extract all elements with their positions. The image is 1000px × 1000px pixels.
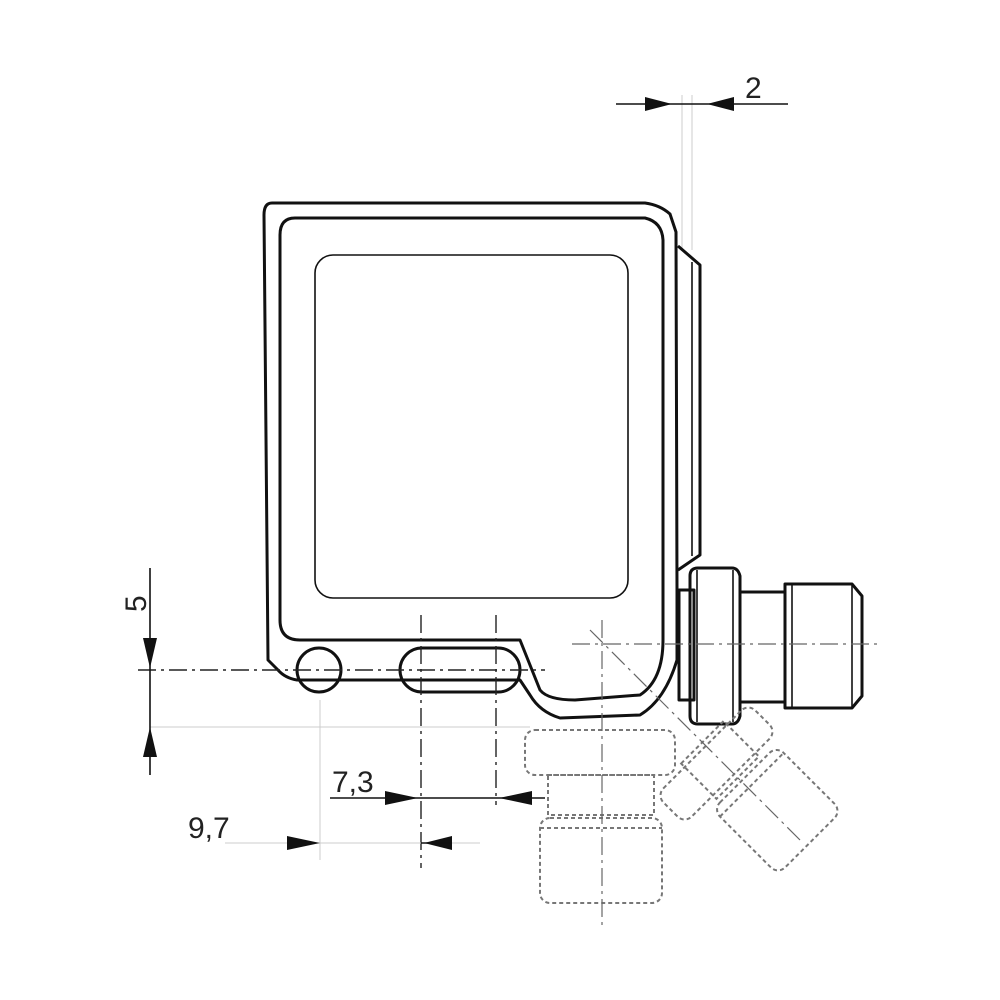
dimension-5: 5: [120, 568, 157, 775]
dimension-7-3-label: 7,3: [332, 766, 374, 799]
dimension-2-label: 2: [745, 72, 762, 105]
dimension-9-7-label: 9,7: [188, 812, 230, 845]
dimension-9-7: 9,7: [188, 812, 480, 850]
connector-alt-diagonal: [659, 706, 839, 872]
dimension-2: 2: [616, 72, 788, 111]
dimension-5-label: 5: [120, 595, 153, 612]
connector-alt-diagonal-centerline: [589, 629, 801, 841]
extension-lines: [150, 95, 693, 860]
connector: [677, 566, 864, 726]
dimension-7-3: 7,3: [330, 766, 545, 805]
housing-outline: [262, 201, 679, 720]
connector-alt-down: [524, 729, 676, 904]
lens-window: [314, 254, 629, 599]
housing-inner-outline: [278, 216, 665, 702]
side-panel: [677, 244, 702, 572]
